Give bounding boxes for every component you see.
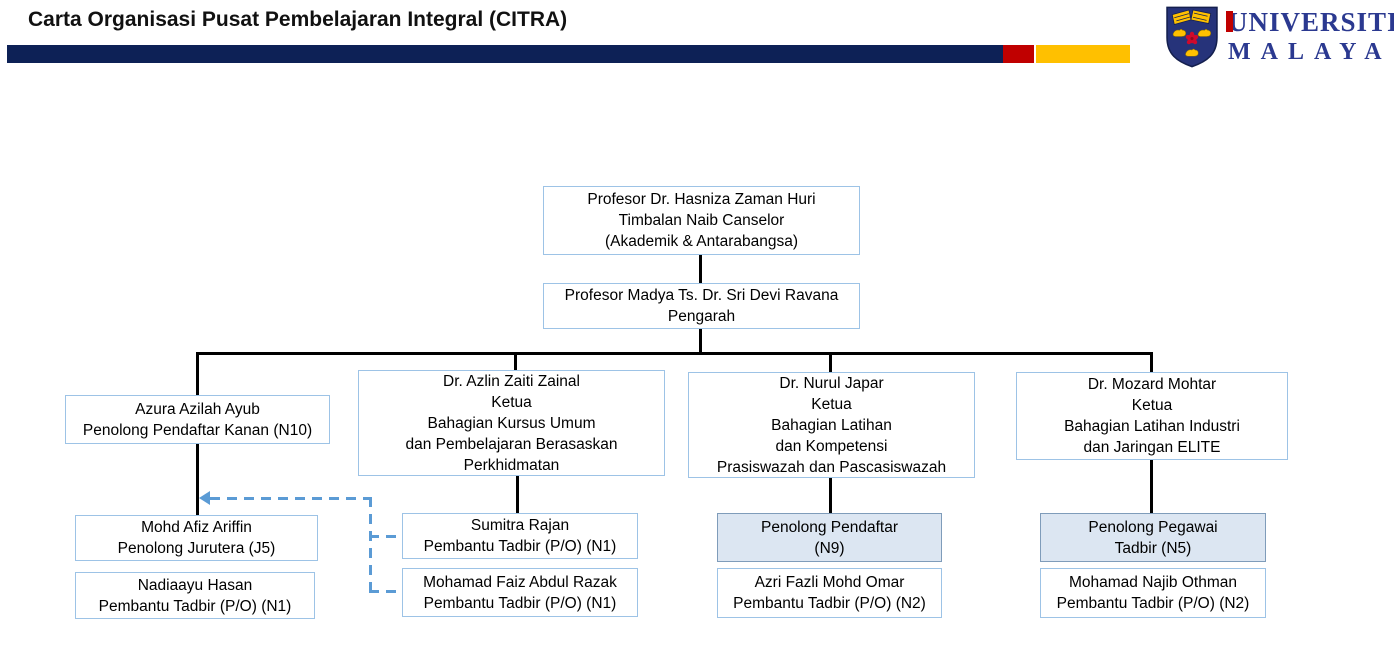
logo-universiti-label: UNIVERSITI <box>1228 7 1394 37</box>
dashed-line-vertical <box>369 497 372 593</box>
org-box-faiz: Mohamad Faiz Abdul Razak Pembantu Tadbir… <box>402 568 638 617</box>
header-bar-navy <box>7 45 1003 63</box>
crest-books <box>1171 9 1212 26</box>
um-crest-icon <box>1166 6 1218 68</box>
connector-root-director <box>699 255 702 283</box>
connector-mozard-pegawai <box>1150 460 1153 513</box>
connector-bus <box>196 352 1153 355</box>
org-box-mozard: Dr. Mozard Mohtar Ketua Bahagian Latihan… <box>1016 372 1288 460</box>
connector-drop-mozard <box>1150 352 1153 373</box>
connector-azura-afiz <box>196 444 199 515</box>
crest-flower <box>1185 31 1199 45</box>
page-title: Carta Organisasi Pusat Pembelajaran Inte… <box>28 8 568 31</box>
connector-drop-nurul <box>829 352 832 373</box>
org-box-nurul: Dr. Nurul Japar Ketua Bahagian Latihan d… <box>688 372 975 478</box>
org-box-sumitra: Sumitra Rajan Pembantu Tadbir (P/O) (N1) <box>402 513 638 559</box>
logo-red-accent <box>1226 11 1233 32</box>
crest-tigers <box>1172 28 1211 57</box>
connector-nurul-pendaftar <box>829 478 832 513</box>
connector-drop-azlin <box>514 352 517 371</box>
dashed-line-horizontal <box>210 497 372 500</box>
dashed-arrowhead <box>199 491 210 505</box>
header-bar-yellow <box>1036 45 1130 63</box>
org-box-najib: Mohamad Najib Othman Pembantu Tadbir (P/… <box>1040 568 1266 618</box>
org-box-azri: Azri Fazli Mohd Omar Pembantu Tadbir (P/… <box>717 568 942 618</box>
org-box-azura: Azura Azilah Ayub Penolong Pendaftar Kan… <box>65 395 330 444</box>
org-box-azlin: Dr. Azlin Zaiti Zainal Ketua Bahagian Ku… <box>358 370 665 476</box>
org-box-penolong-pendaftar-n9: Penolong Pendaftar (N9) <box>717 513 942 562</box>
org-box-hasniza: Profesor Dr. Hasniza Zaman Huri Timbalan… <box>543 186 860 255</box>
dashed-stub-faiz <box>369 590 402 593</box>
um-logo-text: UNIVERSITI MALAYA <box>1228 7 1394 65</box>
connector-azlin-sumitra <box>516 476 519 513</box>
org-box-sridevi: Profesor Madya Ts. Dr. Sri Devi Ravana P… <box>543 283 860 329</box>
org-box-afiz: Mohd Afiz Ariffin Penolong Jurutera (J5) <box>75 515 318 561</box>
connector-drop-azura <box>196 352 199 395</box>
logo-malaya-label: MALAYA <box>1228 39 1392 65</box>
org-box-penolong-pegawai-n5: Penolong Pegawai Tadbir (N5) <box>1040 513 1266 562</box>
header-bar-red <box>1003 45 1034 63</box>
org-box-nadiaayu: Nadiaayu Hasan Pembantu Tadbir (P/O) (N1… <box>75 572 315 619</box>
um-logo: UNIVERSITI MALAYA <box>1166 5 1394 69</box>
dashed-stub-sumitra <box>369 535 402 538</box>
connector-director-bus <box>699 329 702 354</box>
